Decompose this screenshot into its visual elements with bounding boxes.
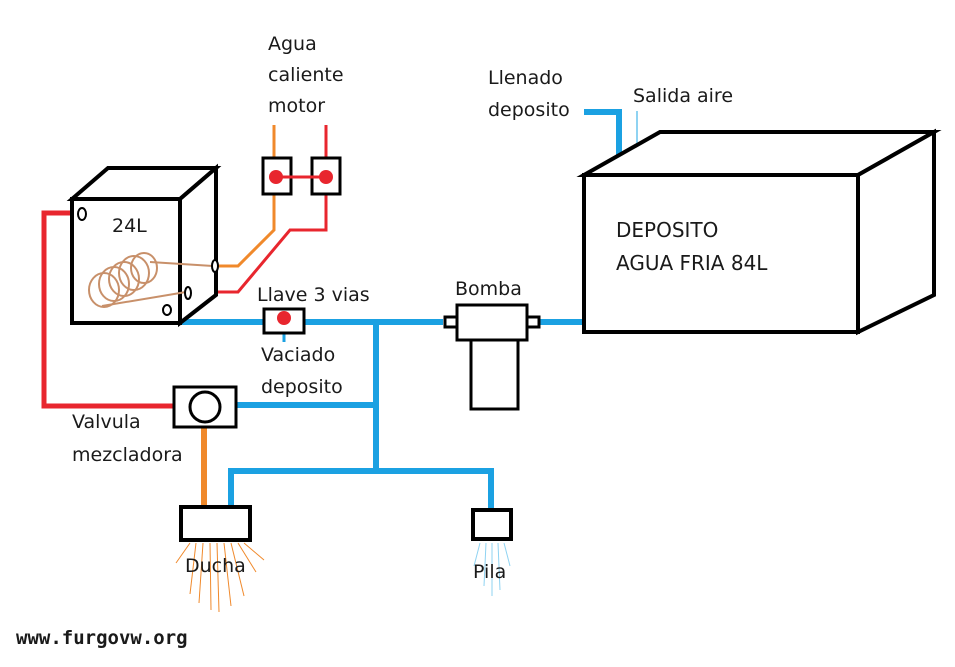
pump-label: Bomba bbox=[455, 278, 522, 300]
hot-water-engine-label: Agua caliente motor bbox=[268, 33, 344, 117]
tank-label: DEPOSITO AGUA FRIA 84L bbox=[616, 218, 768, 275]
watermark: www.furgovw.org bbox=[16, 627, 188, 649]
boiler-front-face bbox=[70, 197, 182, 325]
pump-motor bbox=[469, 338, 520, 411]
cold-water-tank bbox=[576, 128, 942, 336]
pipe-fill-tank bbox=[584, 109, 622, 172]
boiler-label: 24L bbox=[112, 215, 147, 237]
fill-tank-label: Llenado deposito bbox=[488, 67, 570, 121]
svg-text:mezcladora: mezcladora bbox=[72, 444, 183, 466]
engine-valve-left-knob bbox=[269, 170, 283, 184]
pump-inlet bbox=[443, 315, 459, 329]
engine-valve-right-knob bbox=[319, 170, 333, 184]
sink-label: Pila bbox=[473, 561, 506, 583]
svg-text:Valvula: Valvula bbox=[72, 411, 141, 433]
pump bbox=[443, 303, 541, 411]
engine-valves bbox=[261, 156, 342, 196]
shower-head bbox=[179, 505, 252, 542]
shower bbox=[175, 505, 265, 613]
svg-text:AGUA FRIA 84L: AGUA FRIA 84L bbox=[616, 251, 768, 275]
shower-label: Ducha bbox=[185, 555, 246, 577]
boiler-24l bbox=[66, 163, 222, 328]
mixer-valve bbox=[172, 385, 238, 429]
boiler-port-coil-in bbox=[211, 259, 219, 273]
shower-spray bbox=[175, 542, 265, 613]
boiler-port-coil-out bbox=[184, 286, 192, 300]
pipe-boiler-top-to-mixer bbox=[41, 210, 174, 409]
boiler-port-top bbox=[77, 207, 87, 221]
svg-text:deposito: deposito bbox=[261, 376, 343, 398]
svg-text:deposito: deposito bbox=[488, 99, 570, 121]
pump-body bbox=[455, 303, 529, 342]
sink bbox=[471, 508, 513, 596]
pump-outlet bbox=[525, 315, 541, 329]
boiler-port-bottom bbox=[162, 304, 172, 316]
pipe-to-sink bbox=[376, 468, 494, 510]
hot-water-pipes bbox=[41, 210, 174, 409]
mixer-valve-dial bbox=[188, 390, 222, 424]
air-outlet-label: Salida aire bbox=[633, 85, 733, 107]
pipe-to-shower bbox=[228, 468, 376, 508]
sink-spray bbox=[473, 542, 511, 596]
three-way-valve-knob bbox=[277, 311, 291, 325]
three-way-valve-label: Llave 3 vias bbox=[257, 284, 370, 306]
svg-text:motor: motor bbox=[268, 95, 325, 117]
svg-text:Agua: Agua bbox=[268, 33, 317, 55]
sink-tap bbox=[471, 508, 513, 541]
drain-tank-label: Vaciado deposito bbox=[261, 344, 343, 398]
svg-text:Llenado: Llenado bbox=[488, 67, 563, 89]
svg-text:caliente: caliente bbox=[268, 64, 344, 86]
tank-front-face bbox=[582, 173, 860, 334]
svg-text:DEPOSITO: DEPOSITO bbox=[616, 218, 718, 242]
svg-text:Vaciado: Vaciado bbox=[261, 344, 335, 366]
boiler-coil bbox=[88, 252, 214, 308]
cold-water-pipes bbox=[166, 109, 622, 510]
three-way-valve bbox=[262, 307, 306, 335]
mixer-valve-label: Valvula mezcladora bbox=[72, 411, 183, 466]
boiler-ports bbox=[77, 207, 219, 316]
